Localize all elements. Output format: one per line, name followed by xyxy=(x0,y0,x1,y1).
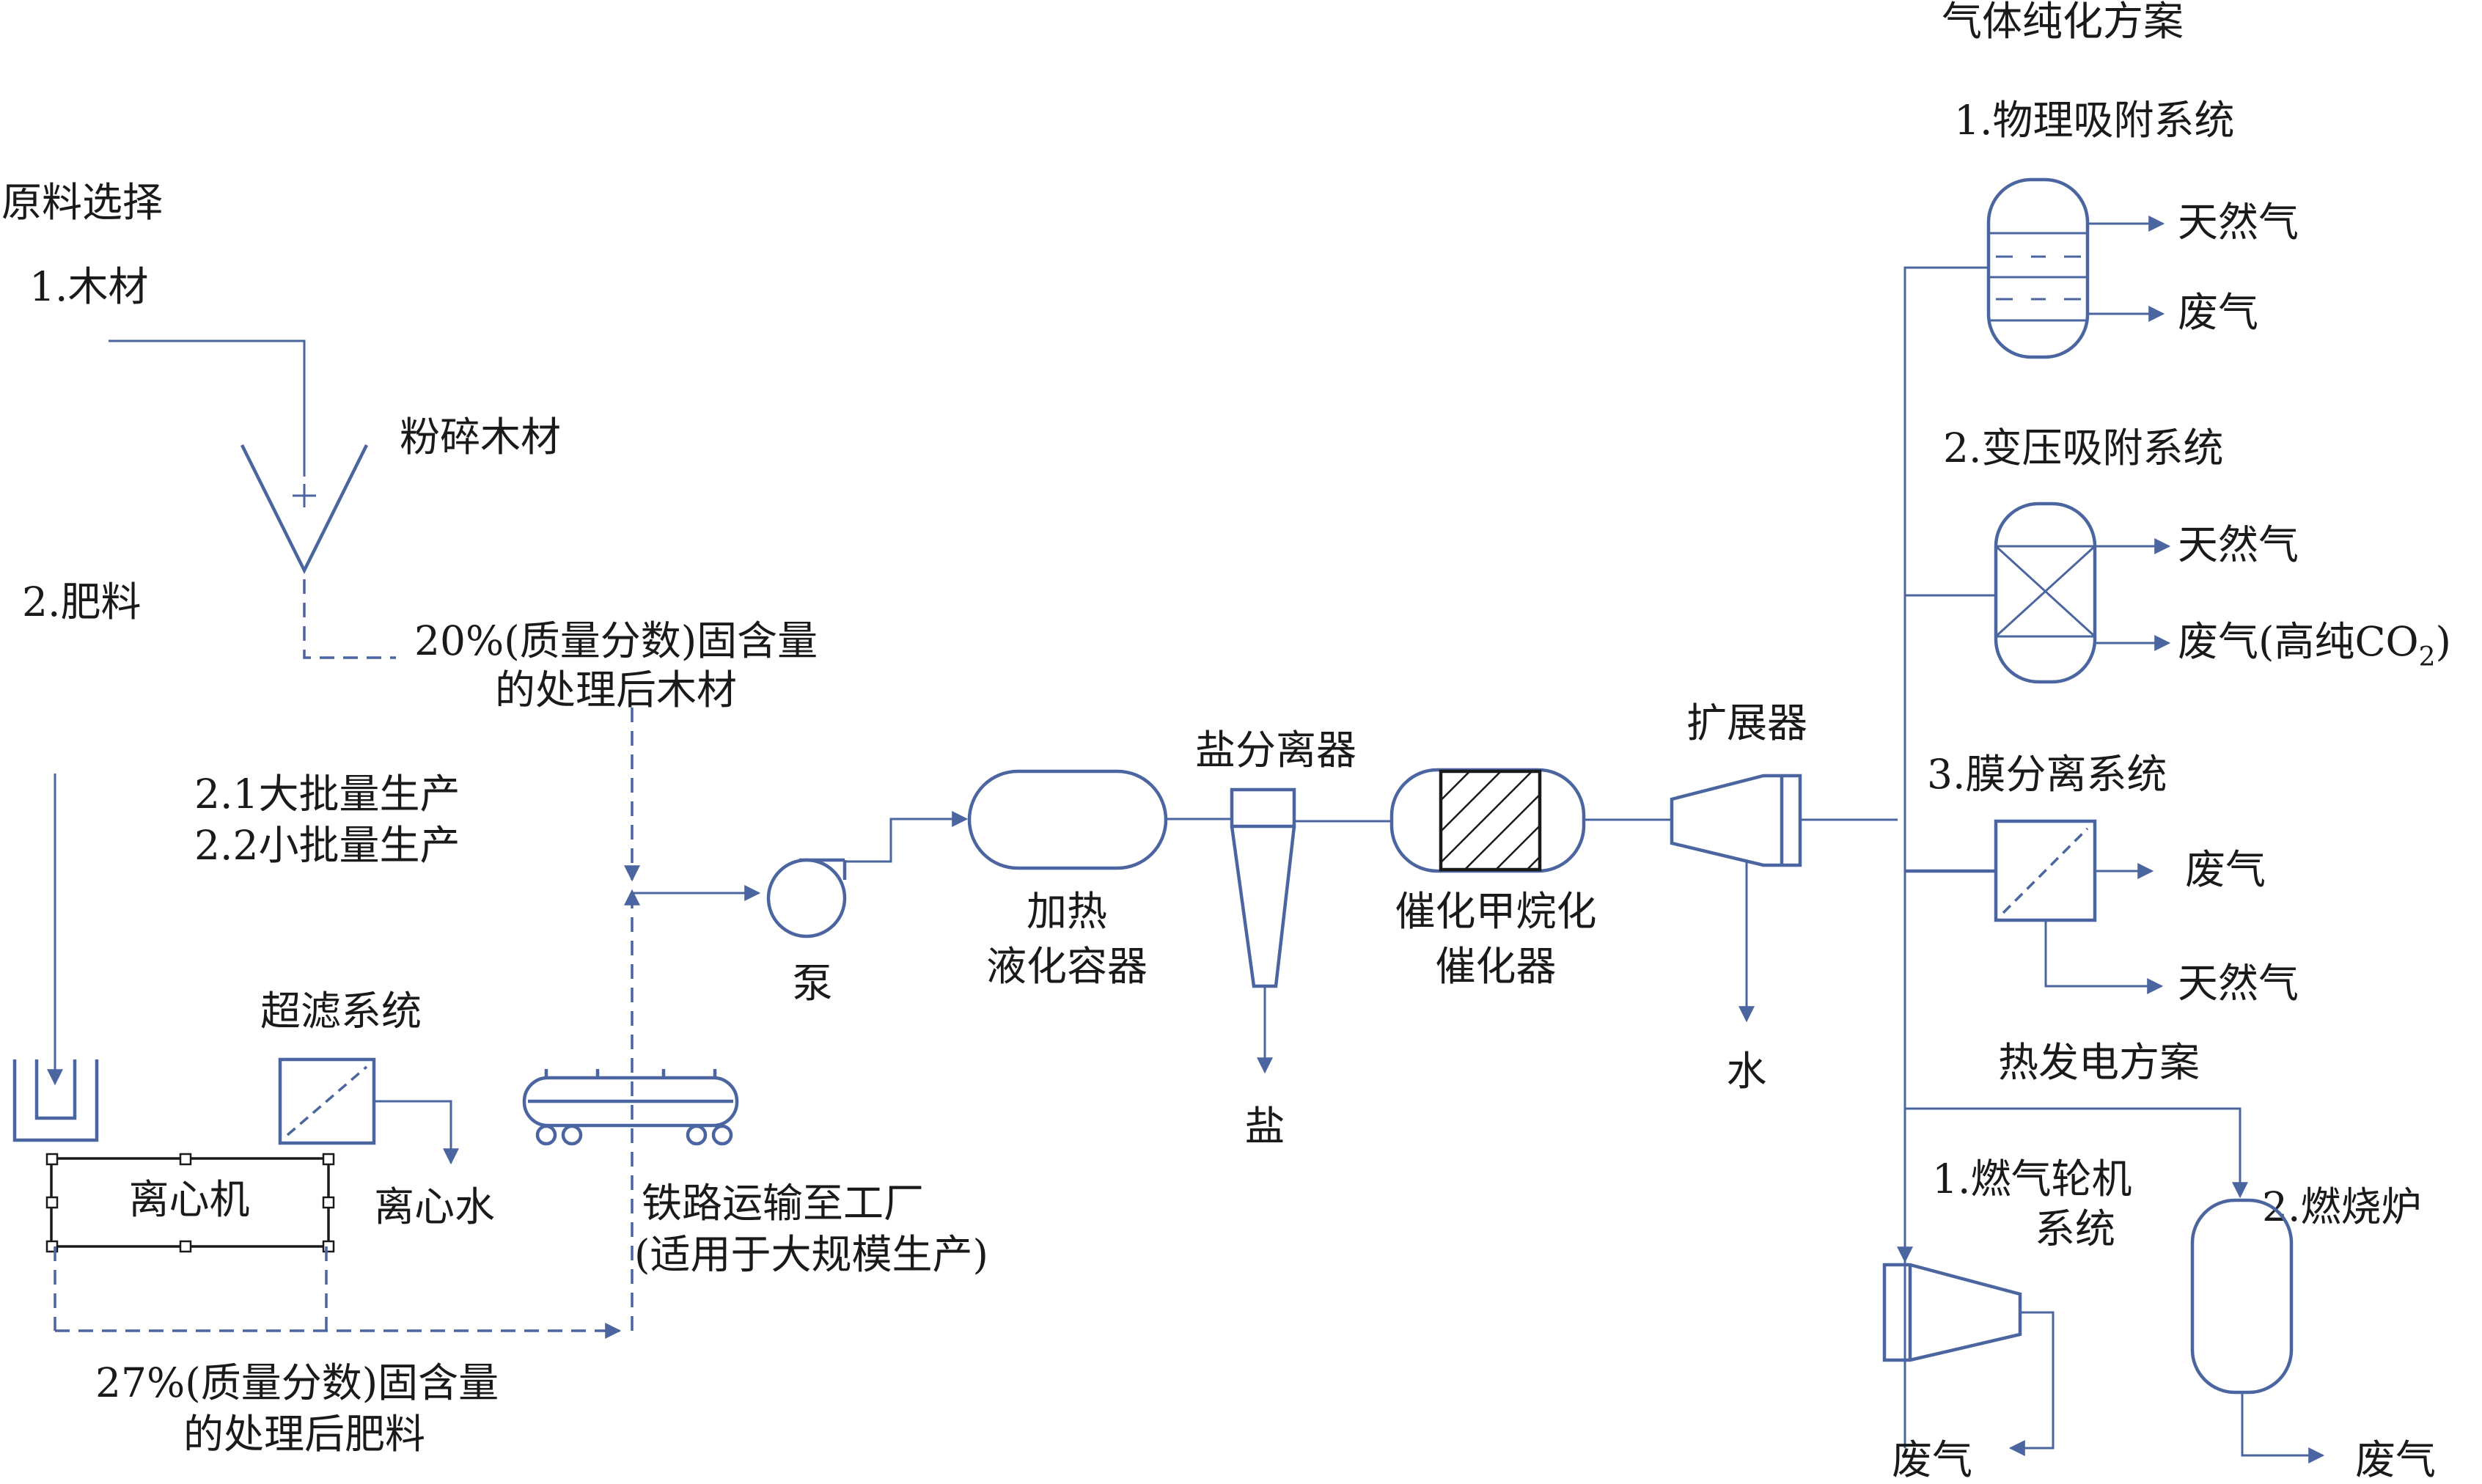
physical-waste-gas-label: 废气 xyxy=(2178,289,2258,336)
membrane-label: 3.膜分离系统 xyxy=(1927,751,2167,798)
manure-label: 2.肥料 xyxy=(22,578,141,625)
water-label: 水 xyxy=(1726,1048,1766,1095)
rail-tank-car-icon xyxy=(522,1069,739,1146)
pump-icon xyxy=(766,858,847,938)
feedstock-heading: 原料选择 xyxy=(1,179,163,226)
psa-label: 2.变压吸附系统 xyxy=(1943,425,2223,471)
salt-separator-label: 盐分离器 xyxy=(1195,727,1356,774)
manure-solids-label-2: 的处理后肥料 xyxy=(183,1411,425,1458)
psa-waste-gas-label: 废气(高纯CO2) xyxy=(2178,618,2451,672)
boiler-label: 2.燃烧炉 xyxy=(2262,1183,2421,1230)
rail-label-2: (适用于大规模生产) xyxy=(634,1231,988,1278)
centrifuge-water-arrow xyxy=(374,1100,459,1165)
heater-label-2: 液化容器 xyxy=(986,943,1148,990)
wood-feed-line xyxy=(109,339,306,477)
pump-to-heater-arrow xyxy=(845,811,969,863)
centrifuge-bucket-icon xyxy=(12,1059,99,1142)
expander-label: 扩展器 xyxy=(1686,699,1807,746)
physical-adsorption-column xyxy=(1986,177,2090,359)
crushed-wood-line xyxy=(303,579,396,659)
pump-label: 泵 xyxy=(792,960,832,1007)
crusher-icon xyxy=(240,444,369,575)
rail-label-1: 铁路运输至工厂 xyxy=(642,1180,924,1227)
gas-turbine-icon xyxy=(1882,1263,2022,1362)
boiler-exhaust-arrow xyxy=(2241,1392,2325,1463)
gas-manifold-line xyxy=(1903,266,1989,1448)
purification-heading: 气体纯化方案 xyxy=(1942,0,2184,45)
centrifuge-box xyxy=(45,1153,335,1253)
physical-natural-gas-label: 天然气 xyxy=(2178,199,2299,246)
membrane-natural-gas-label: 天然气 xyxy=(2178,960,2299,1007)
power-heading: 热发电方案 xyxy=(1998,1039,2200,1086)
turbine-label-1: 1.燃气轮机 xyxy=(1932,1156,2132,1202)
turbine-waste-gas-label: 废气 xyxy=(1892,1436,1972,1483)
membrane-filter-icon xyxy=(1994,819,2097,922)
psa-column xyxy=(1994,502,2097,684)
membrane-waste-gas-label: 废气 xyxy=(2185,846,2266,893)
wood-solids-label-2: 的处理后木材 xyxy=(495,666,737,713)
expander-icon xyxy=(1670,774,1802,867)
salt-label: 盐 xyxy=(1244,1103,1285,1150)
crushed-wood-label: 粉碎木材 xyxy=(400,414,561,460)
methanation-label-2: 催化器 xyxy=(1435,943,1556,990)
physical-adsorption-label: 1.物理吸附系统 xyxy=(1954,97,2234,144)
boiler-waste-gas-label: 废气 xyxy=(2355,1436,2436,1483)
wood-label: 1.木材 xyxy=(29,263,148,310)
centrifuge-water-label: 离心水 xyxy=(374,1183,495,1230)
batch-large-label: 2.1大批量生产 xyxy=(194,771,460,818)
ultrafiltration-filter-icon xyxy=(278,1057,376,1145)
liquefaction-vessel xyxy=(967,769,1168,870)
centrifuge-label: 离心机 xyxy=(128,1176,249,1223)
ultrafiltration-label: 超滤系统 xyxy=(260,988,422,1035)
methanation-reactor xyxy=(1389,768,1586,873)
batch-small-label: 2.2小批量生产 xyxy=(194,822,460,869)
methanation-label-1: 催化甲烷化 xyxy=(1395,888,1596,935)
wood-solids-label-1: 20%(质量分数)固含量 xyxy=(414,617,818,664)
heater-label-1: 加热 xyxy=(1027,888,1107,935)
manifold-to-boiler-arrow xyxy=(1905,1107,2248,1199)
manure-solids-label-1: 27%(质量分数)固含量 xyxy=(95,1359,499,1406)
turbine-exhaust-arrow xyxy=(2008,1311,2055,1456)
psa-natural-gas-label: 天然气 xyxy=(2178,521,2299,568)
membrane-natural-gas-arrow xyxy=(2044,920,2164,994)
turbine-label-2: 系统 xyxy=(2035,1205,2115,1252)
salt-separator-cyclone xyxy=(1230,787,1296,988)
